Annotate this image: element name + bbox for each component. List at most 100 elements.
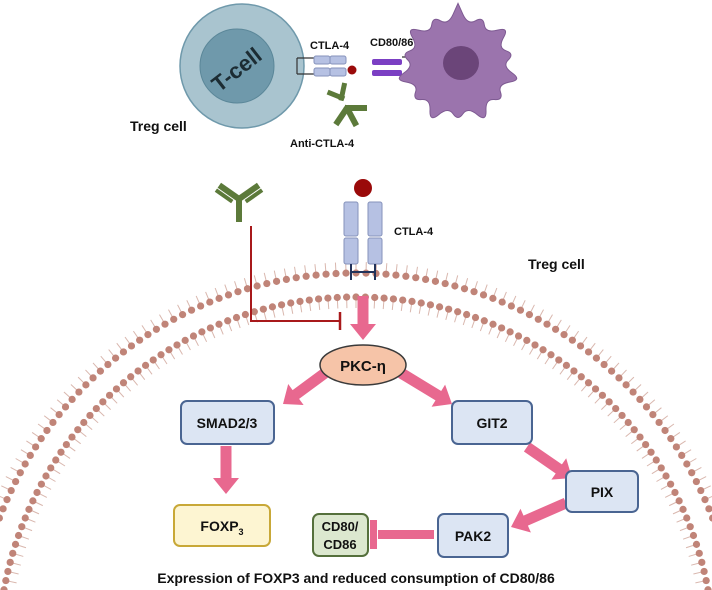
- lipid-head: [688, 469, 696, 477]
- lipid-head: [612, 404, 620, 413]
- lipid-head: [577, 373, 585, 381]
- lipid-head: [119, 348, 128, 356]
- lipid-head: [422, 275, 430, 283]
- lipid-head: [18, 523, 26, 531]
- lipid-head: [543, 320, 551, 328]
- lipid-head: [178, 311, 187, 319]
- lipid-head: [52, 456, 60, 464]
- lipid-head: [112, 385, 121, 393]
- lipid-head: [642, 440, 650, 449]
- lipid-head: [43, 426, 51, 435]
- lipid-head: [80, 418, 88, 427]
- ctla4-top-receptor: [313, 55, 357, 77]
- ctla4-membrane-label: CTLA-4: [394, 226, 434, 238]
- lipid-head: [332, 269, 340, 278]
- lipid-head: [417, 299, 425, 307]
- treg-cell-label-top: Treg cell: [130, 118, 187, 134]
- lipid-head: [523, 336, 531, 344]
- lipid-head: [560, 331, 568, 339]
- lipid-head: [657, 464, 665, 472]
- lipid-head: [55, 410, 63, 419]
- lipid-head: [389, 295, 398, 303]
- lipid-head: [624, 418, 632, 427]
- dendritic-cell-nucleus: [443, 46, 479, 80]
- lipid-head: [99, 398, 107, 406]
- lipid-head: [441, 279, 449, 288]
- lipid-head: [16, 469, 24, 477]
- lipid-head: [702, 576, 710, 585]
- footer-caption: Expression of FOXP3 and reduced consumpt…: [157, 570, 555, 586]
- lipid-head: [12, 477, 20, 486]
- arrow-pkc-to-git2: [398, 368, 452, 407]
- lipid-head: [402, 272, 410, 280]
- arrow-git2-to-pix: [523, 442, 572, 480]
- lipid-head: [277, 301, 286, 309]
- lipid-head: [241, 310, 249, 319]
- antibody-inhibition-line: [250, 226, 339, 322]
- lipid-head: [49, 418, 57, 427]
- lipid-head: [555, 356, 563, 364]
- lipid-head: [296, 297, 304, 306]
- lipid-head: [259, 305, 267, 313]
- lipid-head: [0, 505, 7, 513]
- lipid-head: [698, 558, 706, 566]
- lipid-head: [431, 277, 440, 285]
- lipid-head: [215, 320, 223, 328]
- node-foxp3: FOXP3: [173, 504, 271, 547]
- lipid-head: [104, 360, 112, 369]
- lipid-head: [392, 271, 400, 279]
- lipid-head: [661, 426, 669, 435]
- lipid-head: [408, 297, 416, 306]
- lipid-head: [689, 531, 698, 540]
- lipid-head: [615, 374, 623, 382]
- ctla4-membrane-receptor: [343, 179, 383, 280]
- lipid-head: [33, 488, 41, 497]
- lipid-head: [26, 451, 34, 460]
- lipid-head: [647, 448, 655, 456]
- lipid-head: [454, 308, 462, 316]
- lipid-head: [672, 443, 680, 451]
- lipid-head: [662, 472, 670, 480]
- lipid-head: [343, 293, 351, 301]
- lipid-head: [234, 288, 242, 296]
- lipid-head: [551, 325, 560, 333]
- lipid-head: [206, 298, 214, 306]
- lipid-head: [4, 567, 12, 576]
- lipid-head: [232, 313, 241, 322]
- lipid-head: [671, 488, 679, 497]
- pak2-inhibition: [370, 520, 434, 549]
- lipid-head: [463, 310, 471, 319]
- tcell-connector: [296, 57, 315, 75]
- lipid-head: [89, 374, 97, 382]
- lipid-head: [305, 296, 313, 304]
- arrow-pix-to-pak2: [511, 498, 569, 533]
- lipid-head: [692, 477, 700, 486]
- lipid-head: [37, 435, 45, 443]
- lipid-head: [14, 531, 23, 540]
- lipid-head: [9, 549, 17, 557]
- lipid-head: [584, 348, 593, 356]
- anti-ctla4-label: Anti-CTLA-4: [290, 138, 355, 150]
- lipid-head: [243, 285, 252, 293]
- lipid-head: [547, 351, 555, 359]
- lipid-head: [333, 293, 341, 302]
- cd8086-top-label: CD80/86: [370, 37, 413, 49]
- ctla4-membrane-ligand: [354, 179, 372, 197]
- lipid-head: [697, 486, 705, 495]
- lipid-head: [342, 269, 350, 277]
- lipid-head: [302, 272, 310, 280]
- lipid-head: [498, 324, 506, 332]
- lipid-head: [86, 411, 94, 420]
- lipid-head: [539, 346, 547, 354]
- lipid-head: [516, 306, 525, 314]
- lipid-head: [74, 426, 82, 434]
- node-pix: PIX: [565, 470, 639, 513]
- lipid-head: [215, 294, 223, 302]
- node-pak2: PAK2: [437, 513, 509, 558]
- node-git2-label: GIT2: [476, 415, 507, 431]
- ctla4-top-label: CTLA-4: [310, 40, 350, 52]
- lipid-head: [96, 367, 104, 375]
- lipid-head: [224, 317, 232, 325]
- node-smad-label: SMAD2/3: [197, 415, 258, 431]
- lipid-head: [61, 403, 70, 411]
